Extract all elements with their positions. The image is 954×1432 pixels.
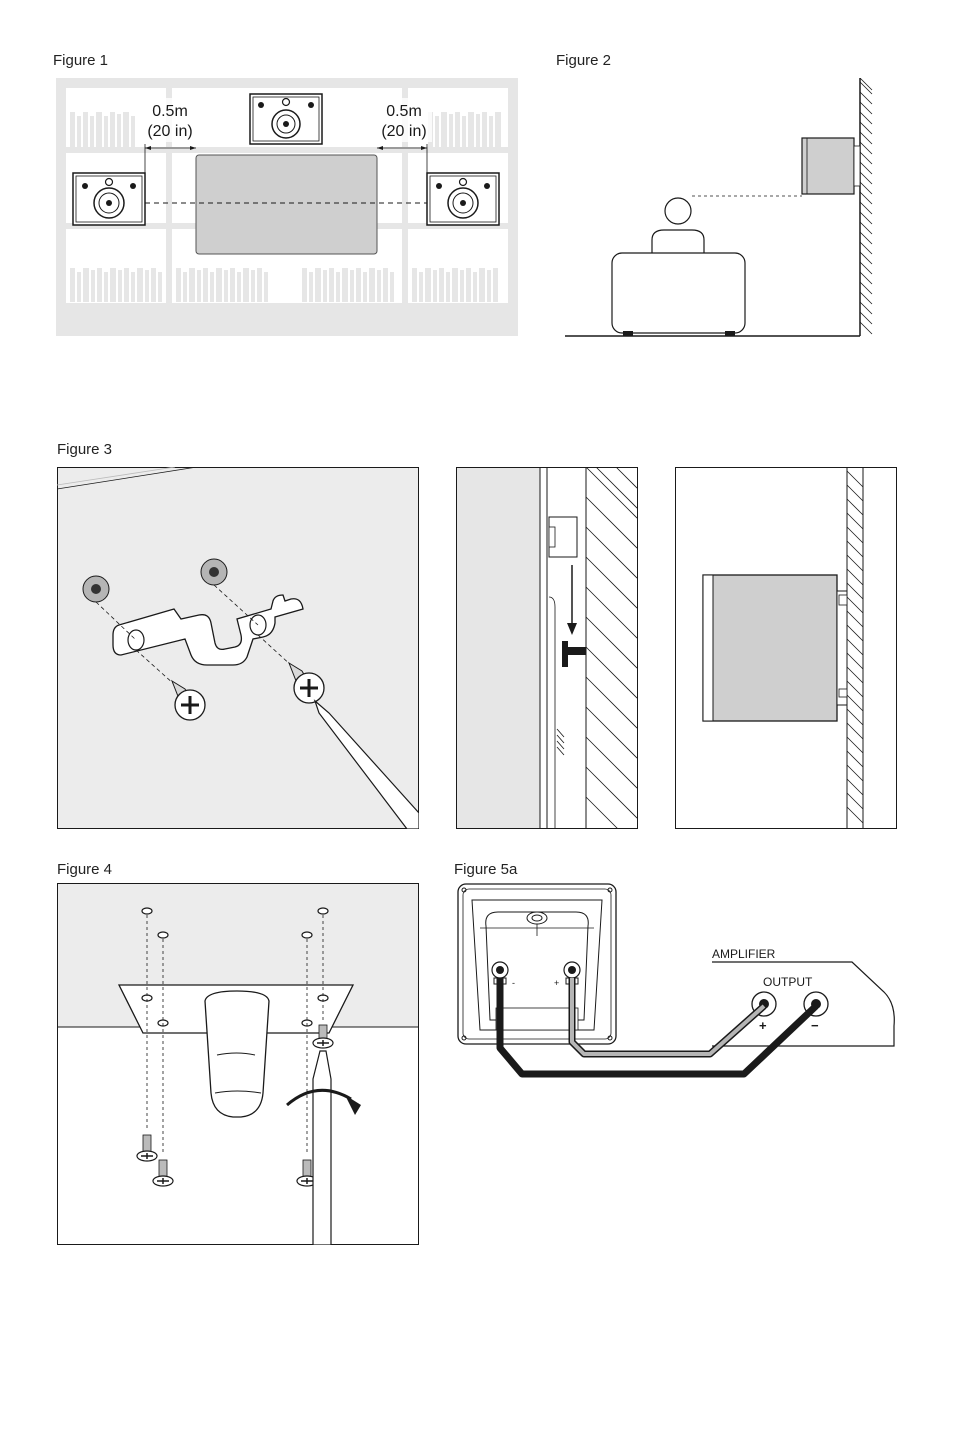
figure-1-caption: Figure 1 — [53, 52, 109, 69]
screw-icon — [287, 661, 325, 704]
figure-3-mounted-speaker-side — [675, 467, 897, 829]
left-distance-label: 0.5m — [152, 103, 188, 120]
screw-icon — [170, 679, 206, 721]
screw-icon — [296, 1159, 318, 1187]
screw-icon — [312, 1024, 334, 1049]
screw-icon — [152, 1159, 174, 1187]
amplifier-minus-label: − — [811, 1018, 819, 1033]
figure-3-caption: Figure 3 — [57, 441, 113, 458]
amplifier-label: AMPLIFIER — [712, 947, 776, 961]
amplifier-plus-label: + — [759, 1018, 767, 1033]
right-speaker-icon — [426, 172, 500, 226]
figure-5a-wiring-diagram: - + AMPLIFIER OUTPUT + − — [457, 883, 895, 1078]
listener-icon — [651, 197, 705, 255]
right-distance-inches-label: (20 in) — [381, 123, 426, 140]
amplifier-icon — [712, 961, 895, 1047]
output-label: OUTPUT — [763, 975, 813, 989]
mounted-speaker-icon — [702, 574, 848, 722]
figure-2-caption: Figure 2 — [556, 52, 612, 69]
speaker-minus-label: - — [512, 978, 515, 988]
screwdriver-icon — [313, 699, 419, 829]
wall-plug-icon — [200, 558, 228, 586]
figure-2-listener-height-diagram — [565, 78, 873, 337]
figure-3-bracket-mounting — [57, 467, 419, 829]
screw-icon — [136, 1134, 158, 1162]
rotation-arrow-icon — [286, 1088, 361, 1115]
figure-4-caption: Figure 4 — [57, 861, 113, 878]
right-distance-label: 0.5m — [386, 103, 422, 120]
speaker-plus-label: + — [554, 978, 559, 988]
wall-speaker-icon — [801, 137, 861, 195]
center-speaker-icon — [249, 93, 323, 145]
figure-3-hook-onto-bracket — [456, 467, 638, 829]
wall-plug-icon — [82, 575, 110, 603]
stand-column-icon — [204, 990, 270, 1118]
figure-4-stand-mounting — [57, 883, 419, 1245]
screwdriver-icon — [312, 1050, 332, 1245]
figure-1-home-theater-placement: 0.5m (20 in) 0.5m (20 in) — [56, 78, 518, 336]
figure-5a-caption: Figure 5a — [454, 861, 518, 878]
left-distance-inches-label: (20 in) — [147, 123, 192, 140]
sofa-icon — [611, 252, 746, 336]
negative-cable — [496, 978, 819, 1078]
speaker-back-panel-icon — [457, 883, 617, 1045]
left-speaker-icon — [72, 172, 146, 226]
